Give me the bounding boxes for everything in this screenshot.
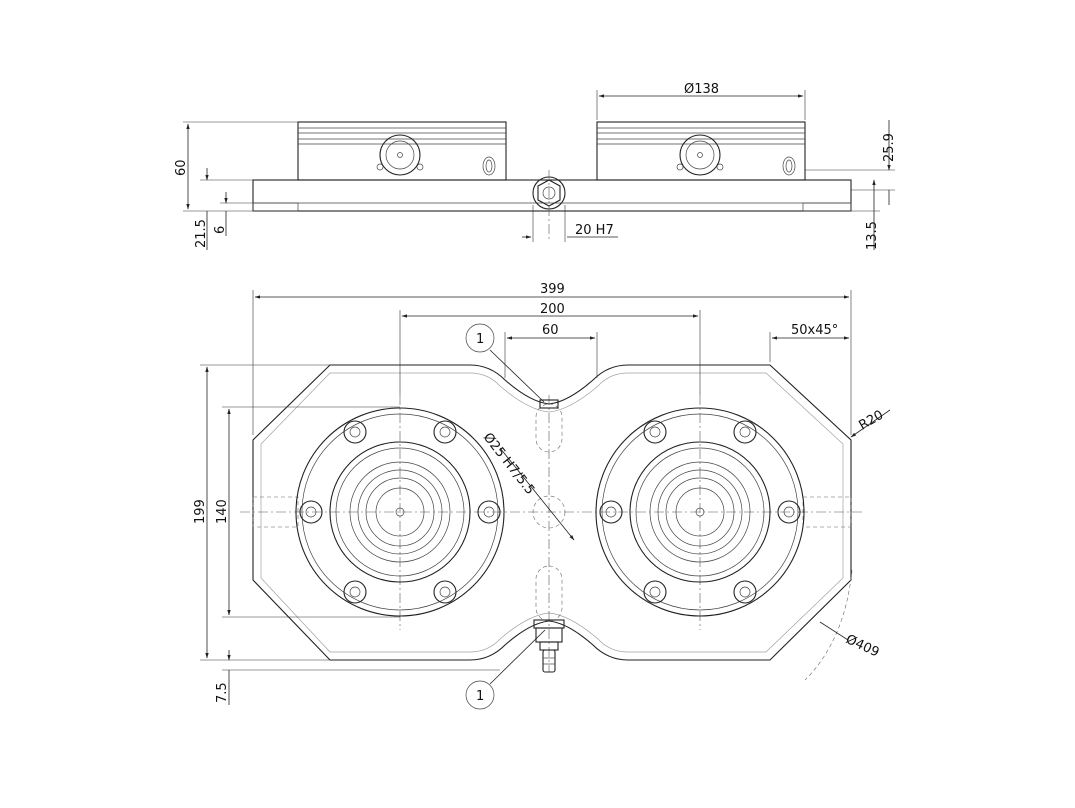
side-chuck-right: [596, 121, 806, 181]
dim-20-h7: 20 H7: [575, 223, 614, 238]
svg-text:1: 1: [476, 689, 484, 704]
dim-140: 140: [215, 499, 230, 524]
dim-height-60: 60: [174, 159, 189, 176]
callout-bottom: 1: [465, 629, 546, 710]
dim-d409: Ø409: [843, 632, 881, 660]
top-fitting: [539, 399, 559, 409]
air-connector: [533, 619, 565, 673]
dim-60: 60: [542, 323, 559, 338]
dim-25-9: 25.9: [882, 133, 897, 162]
side-central-fitting: [532, 170, 566, 242]
side-base-plate: [252, 179, 852, 212]
side-chuck-left: [297, 121, 507, 181]
dim-399: 399: [540, 282, 565, 297]
dim-6: 6: [213, 226, 228, 234]
dim-200: 200: [540, 302, 565, 317]
svg-text:1: 1: [476, 332, 484, 347]
top-chuck-left: [295, 407, 505, 617]
top-plate-outline: [252, 364, 852, 661]
top-view: 399 200 60 50x45° R20 199 140 7.5: [193, 282, 891, 710]
side-view: Ø138 60 21.5 6 25.9 13.5 20 H7: [174, 82, 897, 250]
dim-diameter-138: Ø138: [684, 82, 719, 97]
dim-13-5: 13.5: [865, 221, 880, 250]
top-chuck-right: [595, 407, 805, 617]
dim-r20: R20: [857, 408, 887, 434]
callout-top: 1: [465, 323, 545, 403]
dim-chamfer: 50x45°: [791, 323, 838, 338]
dim-21-5: 21.5: [194, 219, 209, 248]
dim-199: 199: [193, 499, 208, 524]
dim-bore: Ø25 H7/5.5: [480, 430, 537, 498]
dim-7-5: 7.5: [215, 682, 230, 703]
